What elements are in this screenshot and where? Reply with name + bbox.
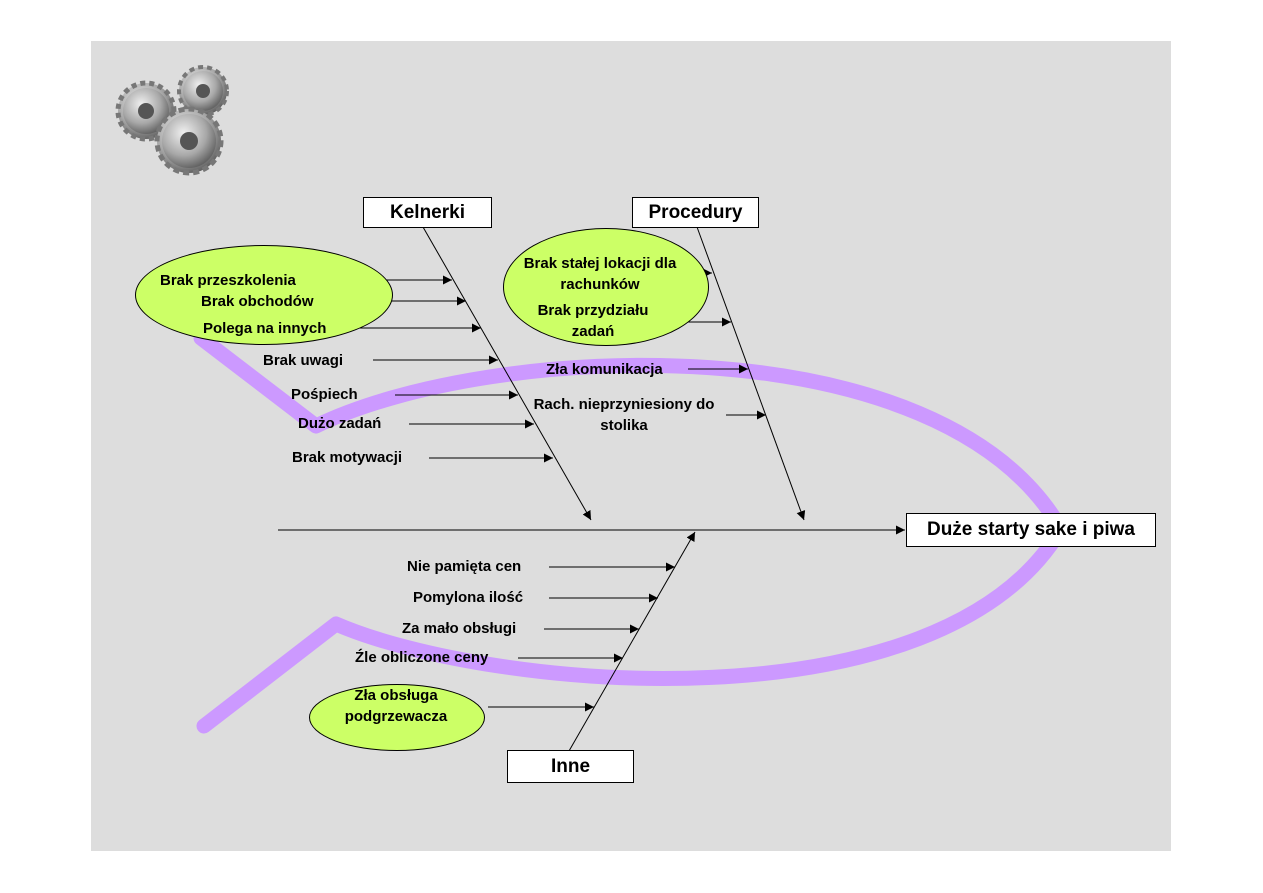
- procedury-bone: [696, 226, 806, 521]
- cause-label: Zła obsługa podgrzewacza: [344, 687, 448, 725]
- cause-label: Brak stałej lokacji dla rachunków: [523, 255, 677, 293]
- cause-label: Pośpiech: [291, 386, 358, 403]
- inne-bone: [568, 531, 696, 752]
- cause-label: Brak obchodów: [201, 293, 314, 310]
- fishbone-diagram: [115, 65, 1069, 752]
- cause-label: Rach. nieprzyniesiony do stolika: [533, 396, 715, 434]
- cause-label: Dużo zadań: [298, 415, 382, 432]
- cause-label: Brak przeszkolenia: [160, 272, 296, 289]
- cause-label: Brak uwagi: [263, 352, 344, 369]
- cause-label: Polega na innych: [203, 320, 327, 337]
- cause-label: Pomylona ilość: [413, 589, 524, 606]
- cause-label: Nie pamięta cen: [407, 558, 522, 575]
- cause-label: Brak przydziału zadań: [537, 302, 649, 340]
- cause-label: Źle obliczone ceny: [355, 649, 489, 666]
- highlight-ellipse-inne: [309, 684, 485, 751]
- category-kelnerki: Kelnerki: [363, 197, 492, 228]
- highlight-ellipse-procedury: [503, 228, 709, 346]
- gears-icon: [115, 65, 229, 176]
- highlight-ellipse-kelnerki: [135, 245, 393, 345]
- category-procedury: Procedury: [632, 197, 759, 228]
- slide: Kelnerki Procedury Inne Duże starty sake…: [91, 41, 1171, 851]
- inne-cause-arrows: [488, 562, 675, 712]
- cause-label: Brak motywacji: [292, 449, 403, 466]
- category-inne: Inne: [507, 750, 634, 783]
- cause-label: Zła komunikacja: [546, 361, 663, 378]
- effect-box: Duże starty sake i piwa: [906, 513, 1156, 547]
- cause-label: Za mało obsługi: [402, 620, 517, 637]
